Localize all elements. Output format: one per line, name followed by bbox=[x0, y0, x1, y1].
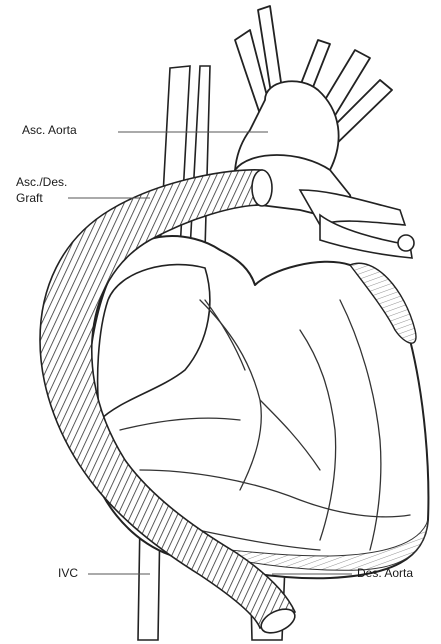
label-ivc: IVC bbox=[58, 567, 78, 580]
label-des-aorta: Des. Aorta bbox=[357, 567, 413, 580]
pulmonary-artery bbox=[300, 190, 414, 258]
label-graft-line2: Graft bbox=[16, 192, 43, 205]
label-asc-aorta: Asc. Aorta bbox=[22, 124, 77, 137]
label-graft-line1: Asc./Des. bbox=[16, 176, 67, 189]
